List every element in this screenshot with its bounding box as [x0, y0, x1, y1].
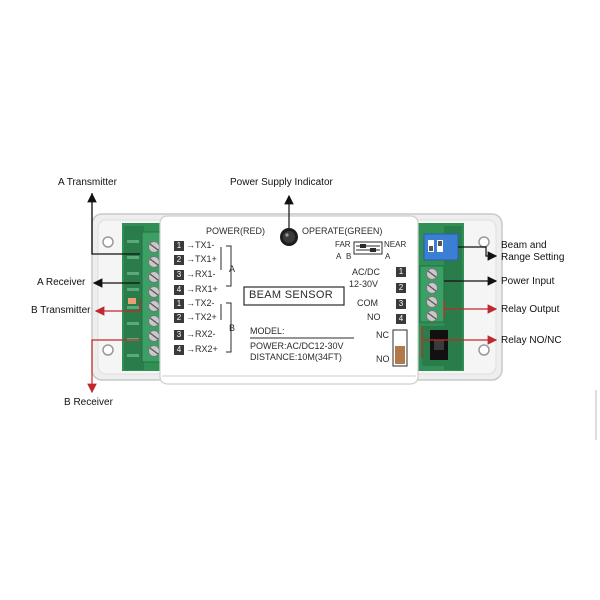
mounting-hole-icon [478, 236, 490, 248]
far-label: FAR [335, 240, 351, 249]
right-terminal-number-box: 4 [396, 314, 406, 324]
model-label: MODEL: [250, 326, 285, 336]
right-terminal-number-box: 2 [396, 283, 406, 293]
panel-title: BEAM SENSOR [249, 289, 333, 301]
terminal-label: →RX2- [186, 329, 216, 339]
no-switch-label: NO [376, 354, 390, 364]
mounting-hole-icon [102, 344, 114, 356]
callout-relay-output: Relay Output [501, 304, 560, 315]
terminal-number-box: 1 [174, 299, 184, 309]
mounting-hole-icon [102, 236, 114, 248]
com-label: COM [357, 298, 378, 308]
group-a-label: A [229, 264, 236, 274]
terminal-number-box: 4 [174, 345, 184, 355]
terminal-label: →RX2+ [186, 344, 218, 354]
distance-spec: DISTANCE:10M(34FT) [250, 352, 342, 362]
terminal-label: →TX2+ [186, 312, 217, 322]
power-spec: POWER:AC/DC12-30V [250, 341, 344, 351]
callout-power-indicator: Power Supply Indicator [230, 177, 333, 188]
leader-b-receiver [87, 339, 140, 394]
leader-beam-range [458, 246, 498, 261]
right-terminal-number-box: 3 [396, 299, 406, 309]
terminal-number-box: 2 [174, 255, 184, 265]
terminal-number-box: 3 [174, 270, 184, 280]
callout-beam-range-line1: Beam and [501, 240, 547, 251]
smd-component [128, 298, 136, 304]
terminal-label: →RX1- [186, 269, 216, 279]
switch-b-label: B [346, 252, 352, 261]
callout-a-transmitter: A Transmitter [58, 177, 117, 188]
terminal-label: →TX2- [186, 298, 215, 308]
switch-a-label: A [336, 252, 342, 261]
near-label: NEAR [384, 240, 407, 249]
voltage-label: 12-30V [349, 279, 379, 289]
terminal-label: →RX1+ [186, 284, 218, 294]
callout-b-receiver: B Receiver [64, 397, 113, 408]
callout-beam-range-line2: Range Setting [501, 252, 565, 263]
terminal-number-box: 1 [174, 241, 184, 251]
terminal-number-box: 3 [174, 330, 184, 340]
callout-b-transmitter: B Transmitter [31, 305, 91, 316]
callout-a-receiver: A Receiver [37, 277, 86, 288]
terminal-number-box: 2 [174, 313, 184, 323]
callout-relay-nonc: Relay NO/NC [501, 335, 562, 346]
nc-switch-label: NC [376, 330, 389, 340]
terminal-number-box: 4 [174, 285, 184, 295]
power-red-label: POWER(RED) [206, 226, 265, 236]
operate-green-label: OPERATE(GREEN) [302, 226, 383, 236]
right-terminal-number-box: 1 [396, 267, 406, 277]
mounting-hole-icon [478, 344, 490, 356]
switch-a-right-label: A [385, 252, 391, 261]
callout-power-input: Power Input [501, 276, 555, 287]
ac-dc-label: AC/DC [352, 267, 381, 277]
group-b-label: B [229, 323, 236, 333]
terminal-label: →TX1- [186, 240, 215, 250]
title-box [243, 286, 345, 306]
terminal-label: →TX1+ [186, 254, 217, 264]
no-label: NO [367, 312, 381, 322]
